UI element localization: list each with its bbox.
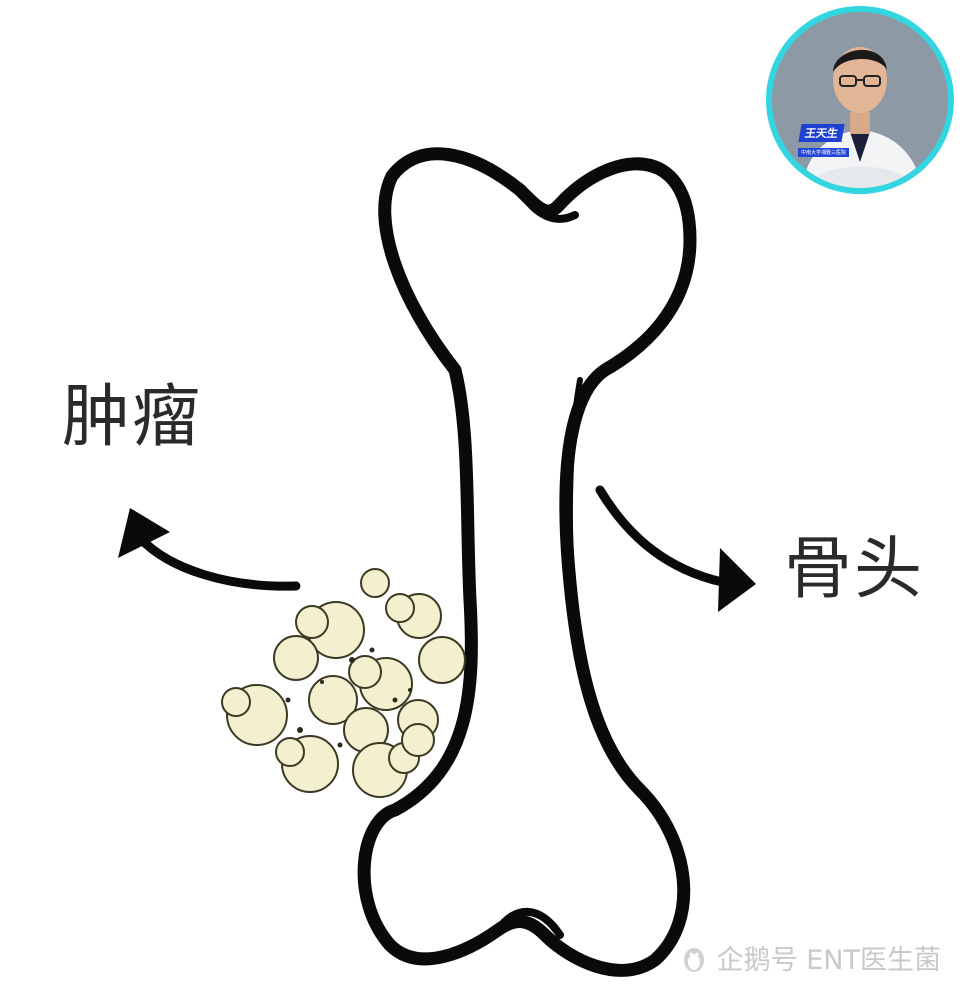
tumor-blob [273, 635, 319, 681]
tumor-blob [360, 568, 390, 598]
bone-shaft-right-stroke [567, 377, 583, 663]
tumor-cluster [221, 568, 466, 798]
tumor-blob [275, 735, 339, 793]
bone-shaft-left-stroke [449, 369, 476, 623]
avatar-name-badge: 王天生 [798, 124, 845, 142]
penguin-logo-icon [683, 947, 704, 972]
tumor-blob [401, 723, 435, 757]
avatar-photo: 王天生 中南大学湘雅三医院 [772, 12, 948, 188]
bone-outline [357, 147, 697, 977]
tumor-blob [221, 684, 288, 746]
tumor-blob [385, 593, 442, 639]
bone-label: 骨头 [784, 530, 925, 609]
bone-notch-bottom [494, 907, 564, 939]
person-icon [772, 12, 948, 188]
tumor-speckles [285, 647, 412, 748]
watermark-text: 企鹅号 ENT医生菌 [716, 945, 941, 976]
curved-arrow-left-up-icon [118, 508, 301, 591]
watermark: 企鹅号 ENT医生菌 [679, 938, 941, 977]
avatar-subtitle-badge: 中南大学湘雅三医院 [798, 148, 850, 157]
curved-arrow-right-down-icon [595, 485, 756, 612]
bone-illustration [357, 147, 697, 977]
tumor-blob [295, 601, 365, 659]
bone-notch-top [516, 186, 579, 223]
tumor-label: 肿瘤 [62, 378, 203, 457]
tumor-blob [418, 636, 466, 684]
tumor-blob [308, 675, 358, 725]
author-avatar: 王天生 中南大学湘雅三医院 [766, 6, 954, 194]
tumor-blob [348, 655, 413, 711]
